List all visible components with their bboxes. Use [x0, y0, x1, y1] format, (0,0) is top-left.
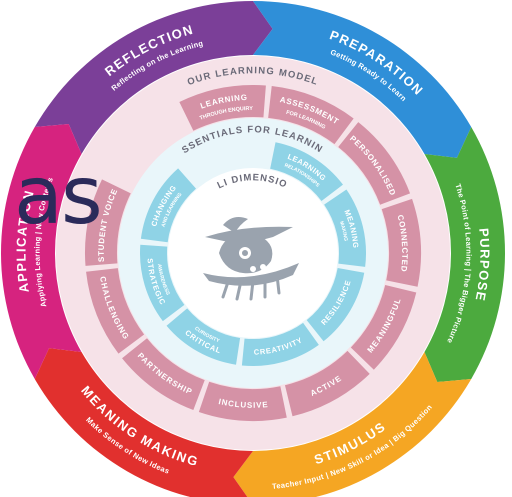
essential-student-voice: STUDENT VOICE	[85, 179, 131, 266]
essential-shape	[381, 198, 422, 287]
essential-shape	[122, 338, 205, 411]
essential-inclusive: INCLUSIVE	[198, 381, 287, 422]
outer-segment-shape	[253, 1, 472, 158]
elli-shape	[324, 189, 366, 267]
essential-shape	[85, 179, 131, 266]
elli-sublabel: MAKING	[338, 220, 349, 241]
elli-shape	[241, 322, 319, 366]
elli-shape	[166, 308, 241, 365]
elli-shape	[306, 268, 365, 342]
outer-segment-shape	[34, 1, 273, 154]
outer-segment-shape	[424, 127, 506, 383]
essential-shape	[338, 122, 411, 205]
outer-segment-shape	[233, 352, 472, 497]
essential-shape	[179, 85, 266, 131]
essential-shape	[350, 284, 417, 370]
outer-segment-shape	[0, 123, 82, 379]
ship-icon	[203, 217, 299, 301]
essential-challenging: CHALLENGING	[86, 268, 145, 354]
essential-shape	[86, 268, 145, 354]
elli-creativity: CREATIVITY	[241, 322, 319, 366]
elli-shape	[270, 142, 343, 201]
elli-shape	[140, 244, 185, 322]
center	[186, 186, 320, 320]
outer-segment-shape	[34, 348, 253, 497]
essential-connected: CONNECTED	[381, 198, 422, 287]
essential-shape	[268, 86, 354, 145]
overlay-text: as	[14, 149, 103, 242]
essential-shape	[198, 381, 287, 422]
essential-shape	[284, 350, 370, 417]
elli-shape	[140, 168, 197, 243]
essential-active: ACTIVE	[284, 350, 370, 417]
